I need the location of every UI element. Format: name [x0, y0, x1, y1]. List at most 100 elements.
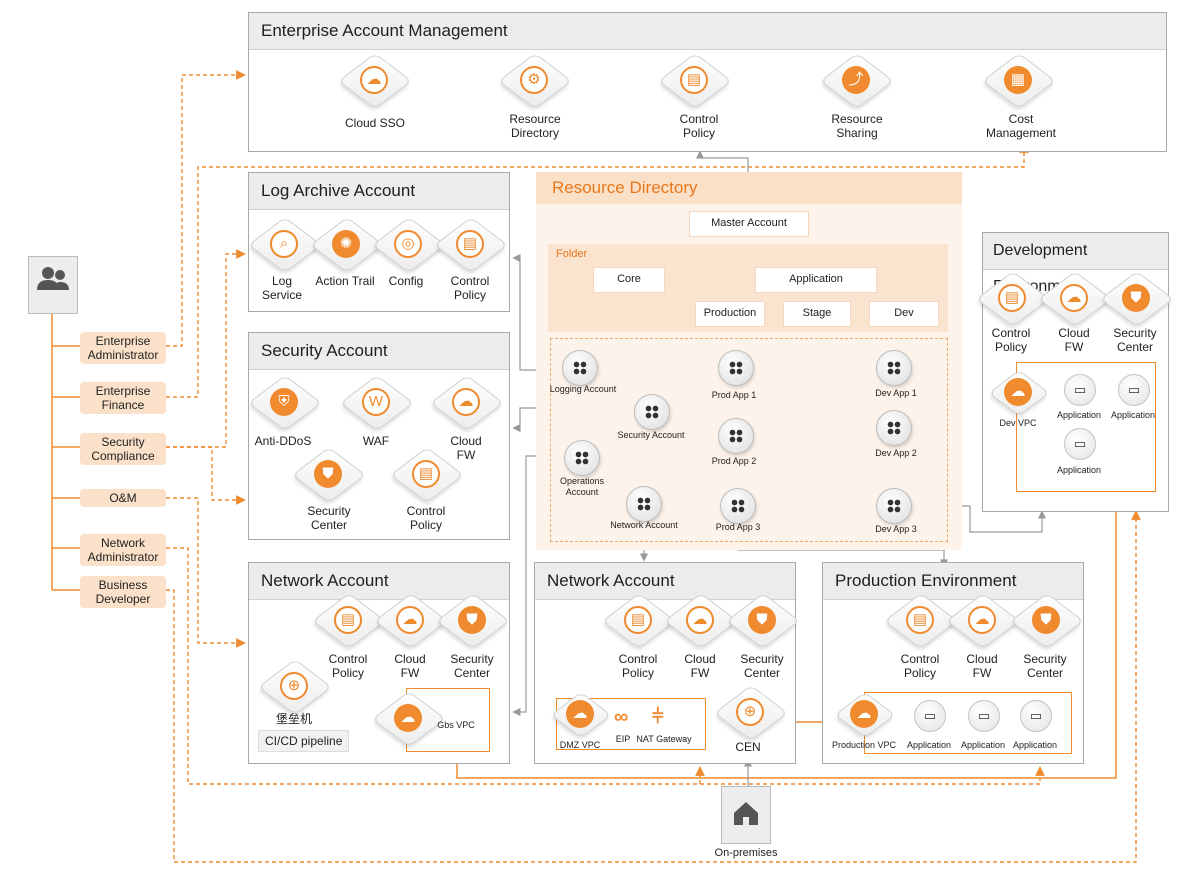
- dev-vpc-icon[interactable]: ☁: [988, 369, 1050, 417]
- cloud-fw-icon[interactable]: ☁: [663, 593, 739, 649]
- dev-app-1-label: Dev App 1: [875, 388, 917, 398]
- network-account-node[interactable]: [626, 486, 662, 522]
- control-policy-label: Control Policy: [450, 274, 490, 302]
- cost-management-icon[interactable]: ▦: [981, 53, 1057, 109]
- prod-app-3-label: Prod App 3: [715, 522, 761, 532]
- application-icon[interactable]: ▭: [1118, 374, 1150, 406]
- control-policy-icon[interactable]: ▤: [883, 593, 959, 649]
- control-policy-label: Control Policy: [406, 504, 446, 532]
- logging-account-node[interactable]: [562, 350, 598, 386]
- control-policy-icon[interactable]: ▤: [433, 217, 509, 273]
- users-box[interactable]: [28, 256, 78, 314]
- nat-gateway-label: NAT Gateway: [636, 734, 692, 744]
- cen-icon[interactable]: ⊕: [713, 685, 789, 741]
- role-enterprise-administrator[interactable]: Enterprise Administrator: [80, 332, 166, 364]
- application-icon[interactable]: ▭: [1064, 374, 1096, 406]
- cloud-fw-label: Cloud FW: [684, 652, 716, 680]
- security-center-icon[interactable]: ⛊: [1009, 593, 1085, 649]
- dmz-vpc-icon[interactable]: ☁: [550, 691, 612, 739]
- security-account-node[interactable]: [634, 394, 670, 430]
- gbs-vpc-label: Gbs VPC: [437, 720, 475, 730]
- production-folder[interactable]: Production: [696, 302, 764, 326]
- operations-account-node[interactable]: [564, 440, 600, 476]
- anti-ddos-icon[interactable]: ⛨: [247, 375, 323, 431]
- role-business-developer[interactable]: Business Developer: [80, 576, 166, 608]
- cloud-fw-icon[interactable]: ☁: [373, 593, 449, 649]
- control-policy-icon[interactable]: ▤: [389, 447, 465, 503]
- application-label: Application: [1056, 465, 1102, 475]
- member-accounts-zone: [550, 338, 948, 542]
- application-icon[interactable]: ▭: [968, 700, 1000, 732]
- on-premises-label: On-premises: [714, 847, 778, 859]
- security-center-icon[interactable]: ⛊: [435, 593, 511, 649]
- application-label: Application: [906, 740, 952, 750]
- dev-app-3-node[interactable]: [876, 488, 912, 524]
- resource-sharing-icon[interactable]: ⤴: [819, 53, 895, 109]
- security-account-label: Security Account: [617, 430, 685, 440]
- config-icon[interactable]: ◎: [371, 217, 447, 273]
- dev-app-2-node[interactable]: [876, 410, 912, 446]
- production-vpc-label: Production VPC: [831, 740, 897, 750]
- cloud-fw-icon[interactable]: ☁: [1037, 271, 1113, 327]
- cloud-sso-icon[interactable]: ☁: [337, 53, 413, 109]
- log-service-icon[interactable]: ⌕: [247, 217, 323, 273]
- role-network-administrator[interactable]: Network Administrator: [80, 534, 166, 566]
- master-account-box[interactable]: Master Account: [690, 212, 808, 236]
- stage-folder[interactable]: Stage: [784, 302, 850, 326]
- production-vpc-icon[interactable]: ☁: [834, 691, 896, 739]
- on-premises-box[interactable]: [721, 786, 771, 844]
- dev-app-1-node[interactable]: [876, 350, 912, 386]
- role-security-compliance[interactable]: Security Compliance: [80, 433, 166, 465]
- panel-title: Log Archive Account: [249, 173, 509, 210]
- security-center-label: Security Center: [740, 652, 784, 680]
- control-policy-icon[interactable]: ▤: [311, 593, 387, 649]
- application-icon[interactable]: ▭: [914, 700, 946, 732]
- security-center-icon[interactable]: ⛊: [291, 447, 367, 503]
- action-trail-label: Action Trail: [315, 274, 375, 288]
- dmz-vpc-box: [556, 698, 706, 750]
- cloud-fw-icon[interactable]: ☁: [945, 593, 1021, 649]
- application-icon[interactable]: ▭: [1064, 428, 1096, 460]
- application-label: Application: [960, 740, 1006, 750]
- action-trail-icon[interactable]: ✺: [309, 217, 385, 273]
- bastion-host-icon[interactable]: ⊕: [257, 659, 333, 715]
- prod-app-2-node[interactable]: [718, 418, 754, 454]
- core-folder[interactable]: Core: [594, 268, 664, 292]
- control-policy-label: Control Policy: [900, 652, 940, 680]
- security-center-icon[interactable]: ⛊: [1099, 271, 1175, 327]
- security-center-label: Security Center: [1113, 326, 1157, 354]
- waf-label: WAF: [362, 434, 390, 448]
- control-policy-label: Control Policy: [991, 326, 1031, 354]
- cloud-fw-label: Cloud FW: [394, 652, 426, 680]
- dev-vpc-box: [1016, 362, 1156, 492]
- nat-gateway-icon[interactable]: ⫩: [652, 706, 664, 728]
- dev-folder[interactable]: Dev: [870, 302, 938, 326]
- control-policy-label: Control Policy: [328, 652, 368, 680]
- control-policy-label: Control Policy: [618, 652, 658, 680]
- control-policy-icon[interactable]: ▤: [975, 271, 1051, 327]
- prod-app-3-node[interactable]: [720, 488, 756, 524]
- application-folder[interactable]: Application: [756, 268, 876, 292]
- resource-directory-icon[interactable]: ⚙: [497, 53, 573, 109]
- cloud-fw-icon[interactable]: ☁: [429, 375, 505, 431]
- home-icon: [734, 802, 758, 825]
- waf-icon[interactable]: W: [339, 375, 415, 431]
- prod-app-1-node[interactable]: [718, 350, 754, 386]
- security-center-icon[interactable]: ⛊: [725, 593, 801, 649]
- resource-directory-title: Resource Directory: [536, 172, 962, 204]
- eip-icon[interactable]: ∞: [614, 706, 629, 728]
- role-om[interactable]: O&M: [80, 489, 166, 507]
- cost-management-label: Cost Management: [985, 112, 1057, 140]
- control-policy-icon[interactable]: ▤: [657, 53, 733, 109]
- operations-account-label: Operations Account: [559, 476, 605, 497]
- control-policy-label: Control Policy: [679, 112, 719, 140]
- gbs-vpc-icon[interactable]: ☁: [371, 691, 447, 747]
- application-icon[interactable]: ▭: [1020, 700, 1052, 732]
- control-policy-icon[interactable]: ▤: [601, 593, 677, 649]
- bastion-host-label: 堡垒机: [275, 712, 312, 726]
- eip-label: EIP: [615, 734, 631, 744]
- application-label: Application: [1110, 410, 1156, 420]
- role-enterprise-finance[interactable]: Enterprise Finance: [80, 382, 166, 414]
- security-account-panel: Security Account: [248, 332, 510, 540]
- log-service-label: Log Service: [261, 274, 302, 302]
